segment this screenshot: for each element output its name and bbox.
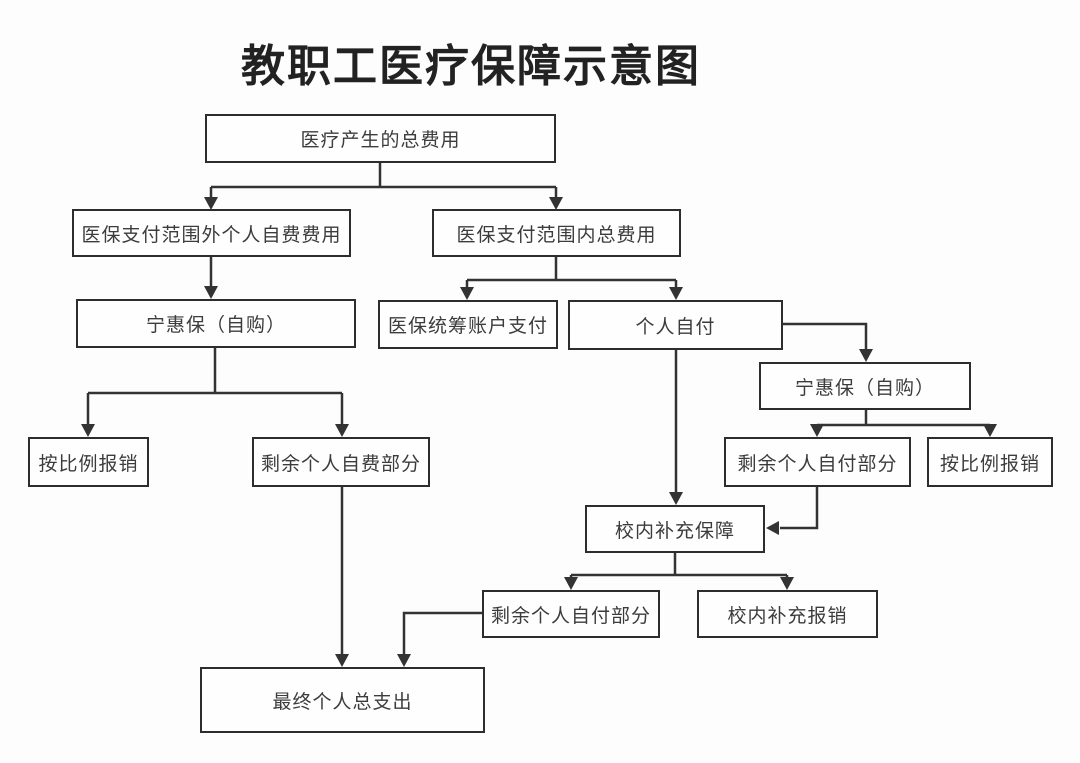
node-proportional-reimburse-right: 按比例报销 xyxy=(927,437,1053,487)
node-pooling-account-pay: 医保统筹账户支付 xyxy=(378,300,558,349)
node-total-medical-cost: 医疗产生的总费用 xyxy=(205,114,556,163)
node-final-personal-total: 最终个人总支出 xyxy=(200,667,485,733)
node-proportional-reimburse-left: 按比例报销 xyxy=(28,437,149,487)
node-remaining-self-pay-bottom: 剩余个人自付部分 xyxy=(482,590,660,638)
node-outside-scope-self-funded: 医保支付范围外个人自费费用 xyxy=(72,209,351,257)
node-personal-self-pay: 个人自付 xyxy=(568,300,783,350)
node-remaining-self-funded: 剩余个人自费部分 xyxy=(252,437,430,487)
node-inside-scope-total: 医保支付范围内总费用 xyxy=(432,209,681,257)
node-ninghuibao-left: 宁惠保（自购） xyxy=(76,299,356,348)
node-campus-supplement-cover: 校内补充保障 xyxy=(585,505,765,553)
node-campus-supplement-reimburse: 校内补充报销 xyxy=(697,590,878,638)
diagram-title: 教职工医疗保障示意图 xyxy=(241,42,701,91)
node-ninghuibao-right: 宁惠保（自购） xyxy=(759,362,971,410)
node-remaining-self-pay-right: 剩余个人自付部分 xyxy=(724,437,911,487)
